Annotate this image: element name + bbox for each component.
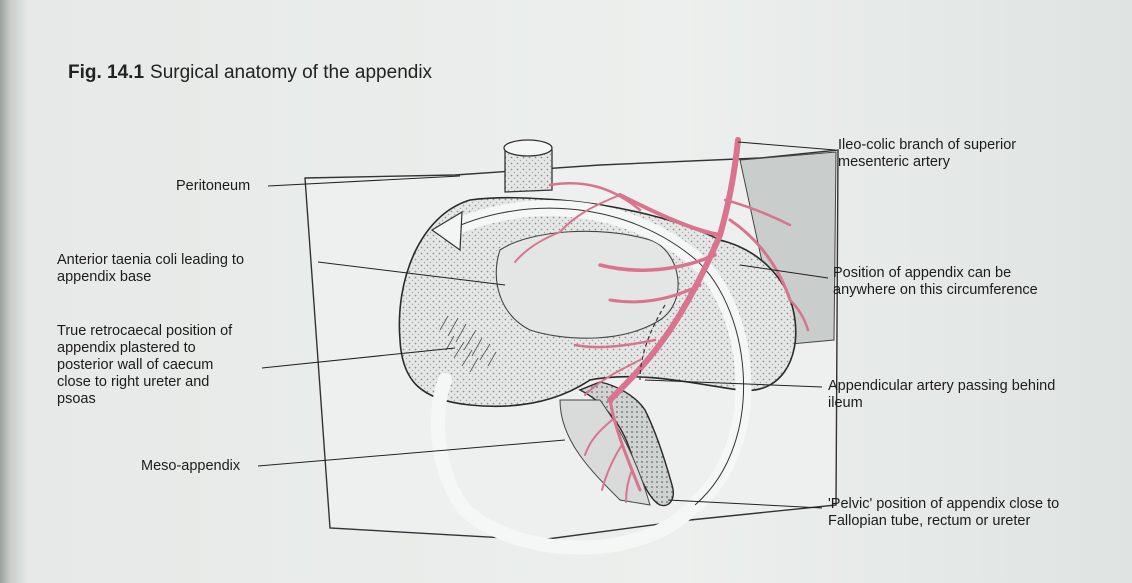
figure-title: Surgical anatomy of the appendix <box>150 62 432 83</box>
caecum-fold <box>496 231 678 338</box>
figure-number: Fig. 14.1 <box>68 62 144 83</box>
label-ileo-colic: Ileo-colic branch of superior mesenteric… <box>838 137 1016 171</box>
figure-caption: Fig. 14.1 Surgical anatomy of the appendi… <box>68 62 432 84</box>
label-appendicular-artery: Appendicular artery passing behind ileum <box>828 378 1055 412</box>
label-pelvic-position: 'Pelvic' position of appendix close to F… <box>828 496 1059 530</box>
label-peritoneum: Peritoneum <box>176 178 250 195</box>
label-anterior-taenia: Anterior taenia coli leading to appendix… <box>57 252 244 286</box>
label-meso-appendix: Meso-appendix <box>141 458 240 475</box>
ileum-opening <box>504 140 552 156</box>
label-position-circumference: Position of appendix can be anywhere on … <box>833 265 1038 299</box>
label-retrocaecal: True retrocaecal position of appendix pl… <box>57 323 232 408</box>
